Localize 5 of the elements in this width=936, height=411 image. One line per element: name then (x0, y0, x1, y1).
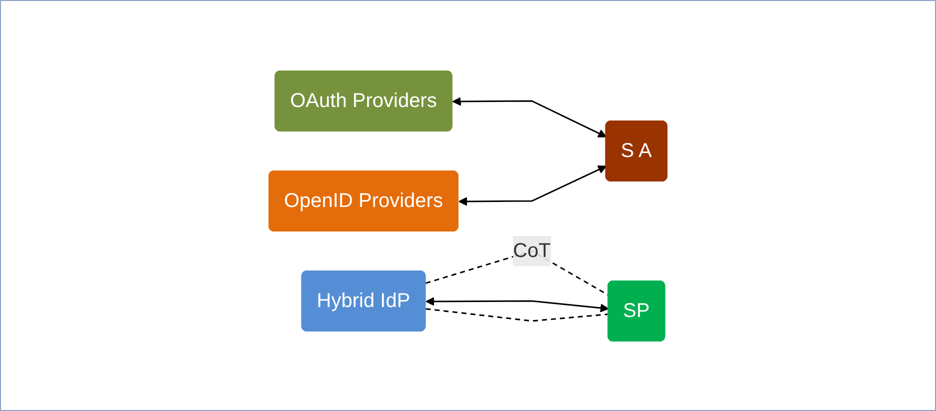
connector (426, 308, 609, 322)
arrow (452, 96, 607, 137)
arrow (458, 165, 607, 206)
edge-label: CoT (513, 240, 551, 262)
arrow (426, 296, 609, 312)
